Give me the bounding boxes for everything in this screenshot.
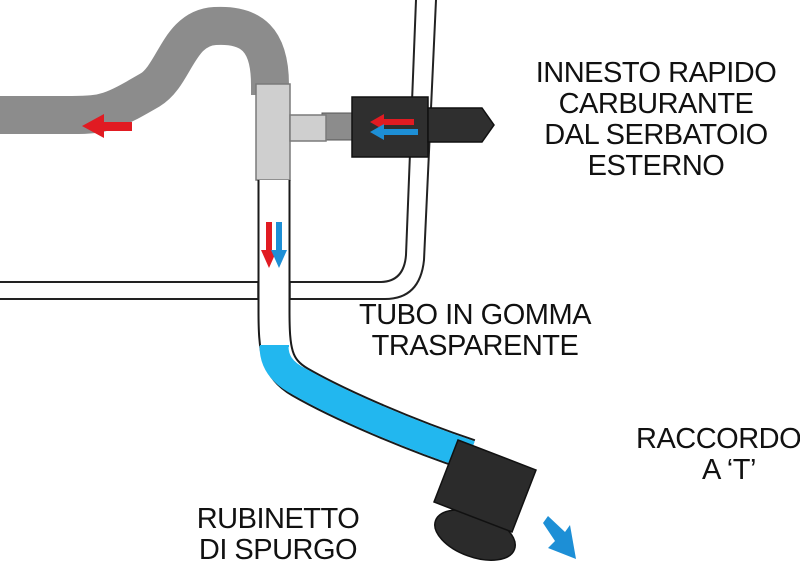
label-rubinetto-spurgo: RUBINETTO DI SPURGO bbox=[196, 503, 360, 566]
fuel-level bbox=[259, 345, 475, 469]
arrow-icon bbox=[82, 114, 418, 268]
drain-tap bbox=[433, 439, 537, 561]
label-innesto-rapido: INNESTO RAPIDO CARBURANTE DAL SERBATOIO … bbox=[535, 57, 777, 182]
label-tubo-gomma: TUBO IN GOMMA TRASPARENTE bbox=[359, 299, 591, 362]
grey-fuel-hose bbox=[0, 6, 289, 134]
label-raccordo-t: RACCORDO A ‘T’ bbox=[636, 424, 800, 486]
tee-fitting bbox=[255, 83, 327, 181]
quick-connector bbox=[351, 96, 495, 158]
drain-arrow-icon bbox=[543, 516, 576, 559]
